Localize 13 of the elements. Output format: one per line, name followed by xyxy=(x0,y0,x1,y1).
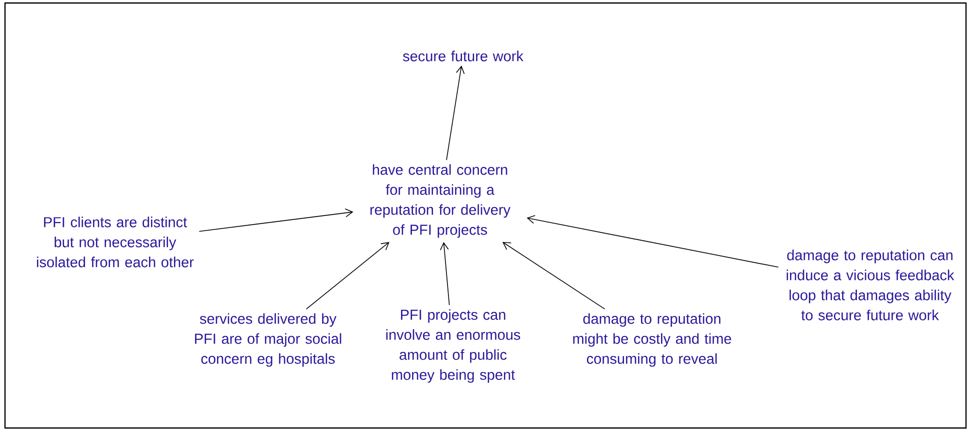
arrow xyxy=(446,66,465,160)
concept-text: secure future work xyxy=(402,50,524,62)
concept-text: PFI projects can involve an enormous amount of public money being spent xyxy=(386,309,520,383)
concept-text: PFI clients are distinct but not necessarily isolated from each other xyxy=(37,216,194,268)
arrow xyxy=(502,242,606,310)
concept-text: damage to reputation can induce a vicious feedback loop that damages ability to secure future work xyxy=(786,250,954,320)
arrow xyxy=(198,208,354,232)
concept-text: have central concern for maintaining a reputation for delivery of PFI projects xyxy=(370,164,510,238)
concept-text: services delivered by PFI are of major social concern eg hospitals xyxy=(195,313,342,367)
concept-text: damage to reputation might be costly and time consuming to reveal xyxy=(573,313,732,367)
arrow xyxy=(440,242,450,306)
arrow xyxy=(526,215,779,268)
arrow xyxy=(306,242,390,310)
